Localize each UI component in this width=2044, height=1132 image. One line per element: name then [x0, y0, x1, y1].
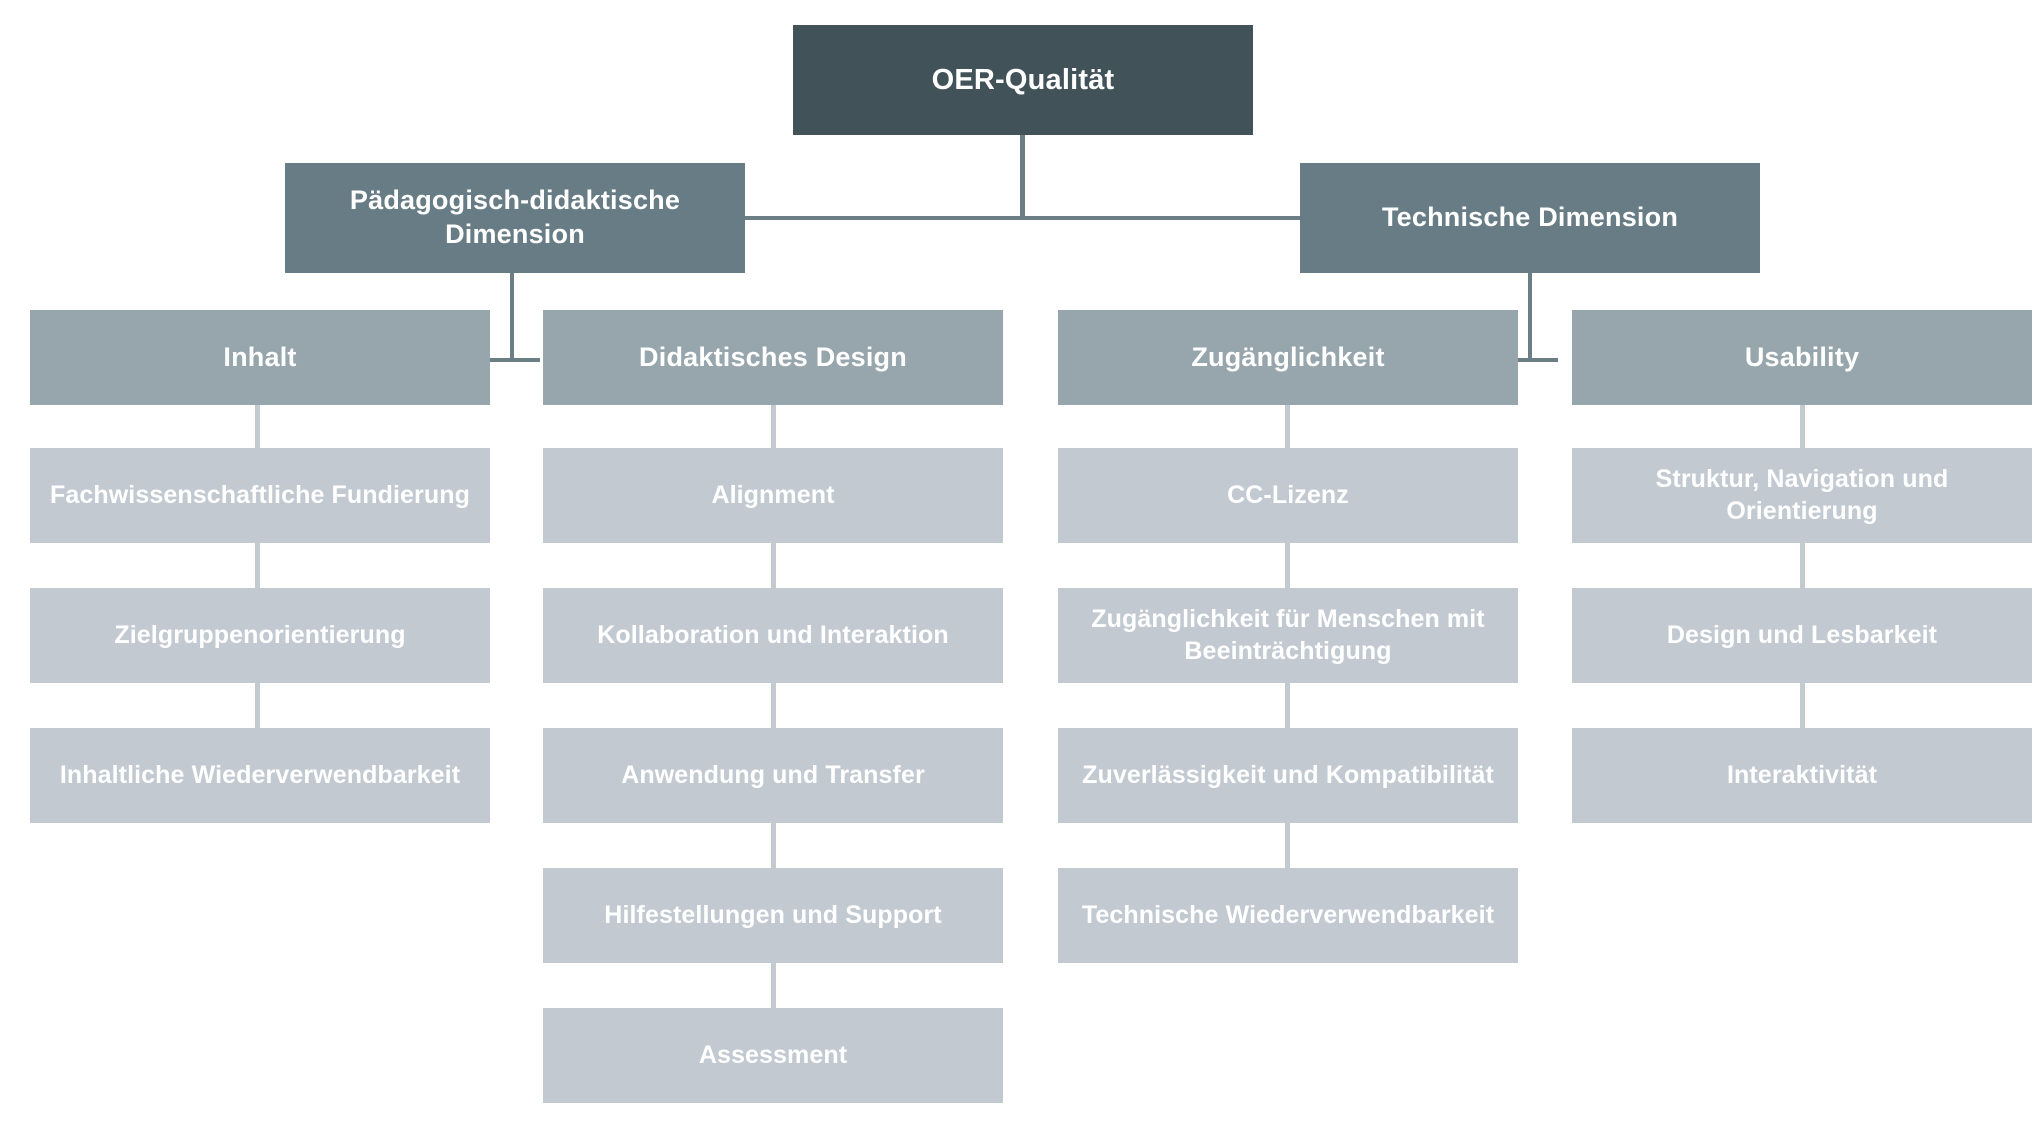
node-dimension-paedagogisch[interactable]: Pädagogisch-didaktische Dimension	[285, 163, 745, 273]
node-category-didaktisches-design[interactable]: Didaktisches Design	[543, 310, 1003, 405]
connector-didaktik-1	[771, 400, 776, 450]
node-criterion-didaktik-3[interactable]: Anwendung und Transfer	[543, 728, 1003, 823]
connector-zugang-1	[1285, 400, 1290, 450]
node-criterion-didaktik-1[interactable]: Alignment	[543, 448, 1003, 543]
connector-tech-down	[1528, 268, 1532, 360]
node-criterion-usability-2[interactable]: Design und Lesbarkeit	[1572, 588, 2032, 683]
node-criterion-zugang-4[interactable]: Technische Wiederverwendbarkeit	[1058, 868, 1518, 963]
connector-didaktik-5	[771, 960, 776, 1010]
connector-zugang-2	[1285, 540, 1290, 590]
node-criterion-zugang-2[interactable]: Zugänglichkeit für Menschen mit Beeinträ…	[1058, 588, 1518, 683]
connector-usability-3	[1800, 680, 1805, 730]
node-criterion-inhalt-3[interactable]: Inhaltliche Wiederverwendbarkeit	[30, 728, 490, 823]
node-criterion-zugang-3[interactable]: Zuverlässigkeit und Kompatibilität	[1058, 728, 1518, 823]
node-criterion-didaktik-4[interactable]: Hilfestellungen und Support	[543, 868, 1003, 963]
node-criterion-zugang-1[interactable]: CC-Lizenz	[1058, 448, 1518, 543]
node-dimension-technische[interactable]: Technische Dimension	[1300, 163, 1760, 273]
node-root[interactable]: OER-Qualität	[793, 25, 1253, 135]
node-criterion-usability-1[interactable]: Struktur, Navigation und Orientierung	[1572, 448, 2032, 543]
connector-inhalt-2	[255, 540, 260, 590]
node-criterion-inhalt-1[interactable]: Fachwissenschaftliche Fundierung	[30, 448, 490, 543]
connector-zugang-4	[1285, 820, 1290, 870]
node-category-zugaenglichkeit[interactable]: Zugänglichkeit	[1058, 310, 1518, 405]
node-criterion-didaktik-2[interactable]: Kollaboration und Interaktion	[543, 588, 1003, 683]
connector-root-down	[1020, 134, 1025, 220]
node-category-usability[interactable]: Usability	[1572, 310, 2032, 405]
connector-zugang-3	[1285, 680, 1290, 730]
node-criterion-inhalt-2[interactable]: Zielgruppenorientierung	[30, 588, 490, 683]
connector-inhalt-1	[255, 400, 260, 450]
connector-didaktik-4	[771, 820, 776, 870]
node-criterion-didaktik-5[interactable]: Assessment	[543, 1008, 1003, 1103]
node-category-inhalt[interactable]: Inhalt	[30, 310, 490, 405]
node-criterion-usability-3[interactable]: Interaktivität	[1572, 728, 2032, 823]
connector-paed-down	[510, 218, 514, 360]
connector-paed-category-bar	[490, 358, 540, 362]
connector-dimension-bar	[510, 216, 1525, 220]
connector-didaktik-2	[771, 540, 776, 590]
connector-inhalt-3	[255, 680, 260, 730]
connector-didaktik-3	[771, 680, 776, 730]
connector-usability-2	[1800, 540, 1805, 590]
connector-tech-category-bar	[1508, 358, 1558, 362]
connector-usability-1	[1800, 400, 1805, 450]
